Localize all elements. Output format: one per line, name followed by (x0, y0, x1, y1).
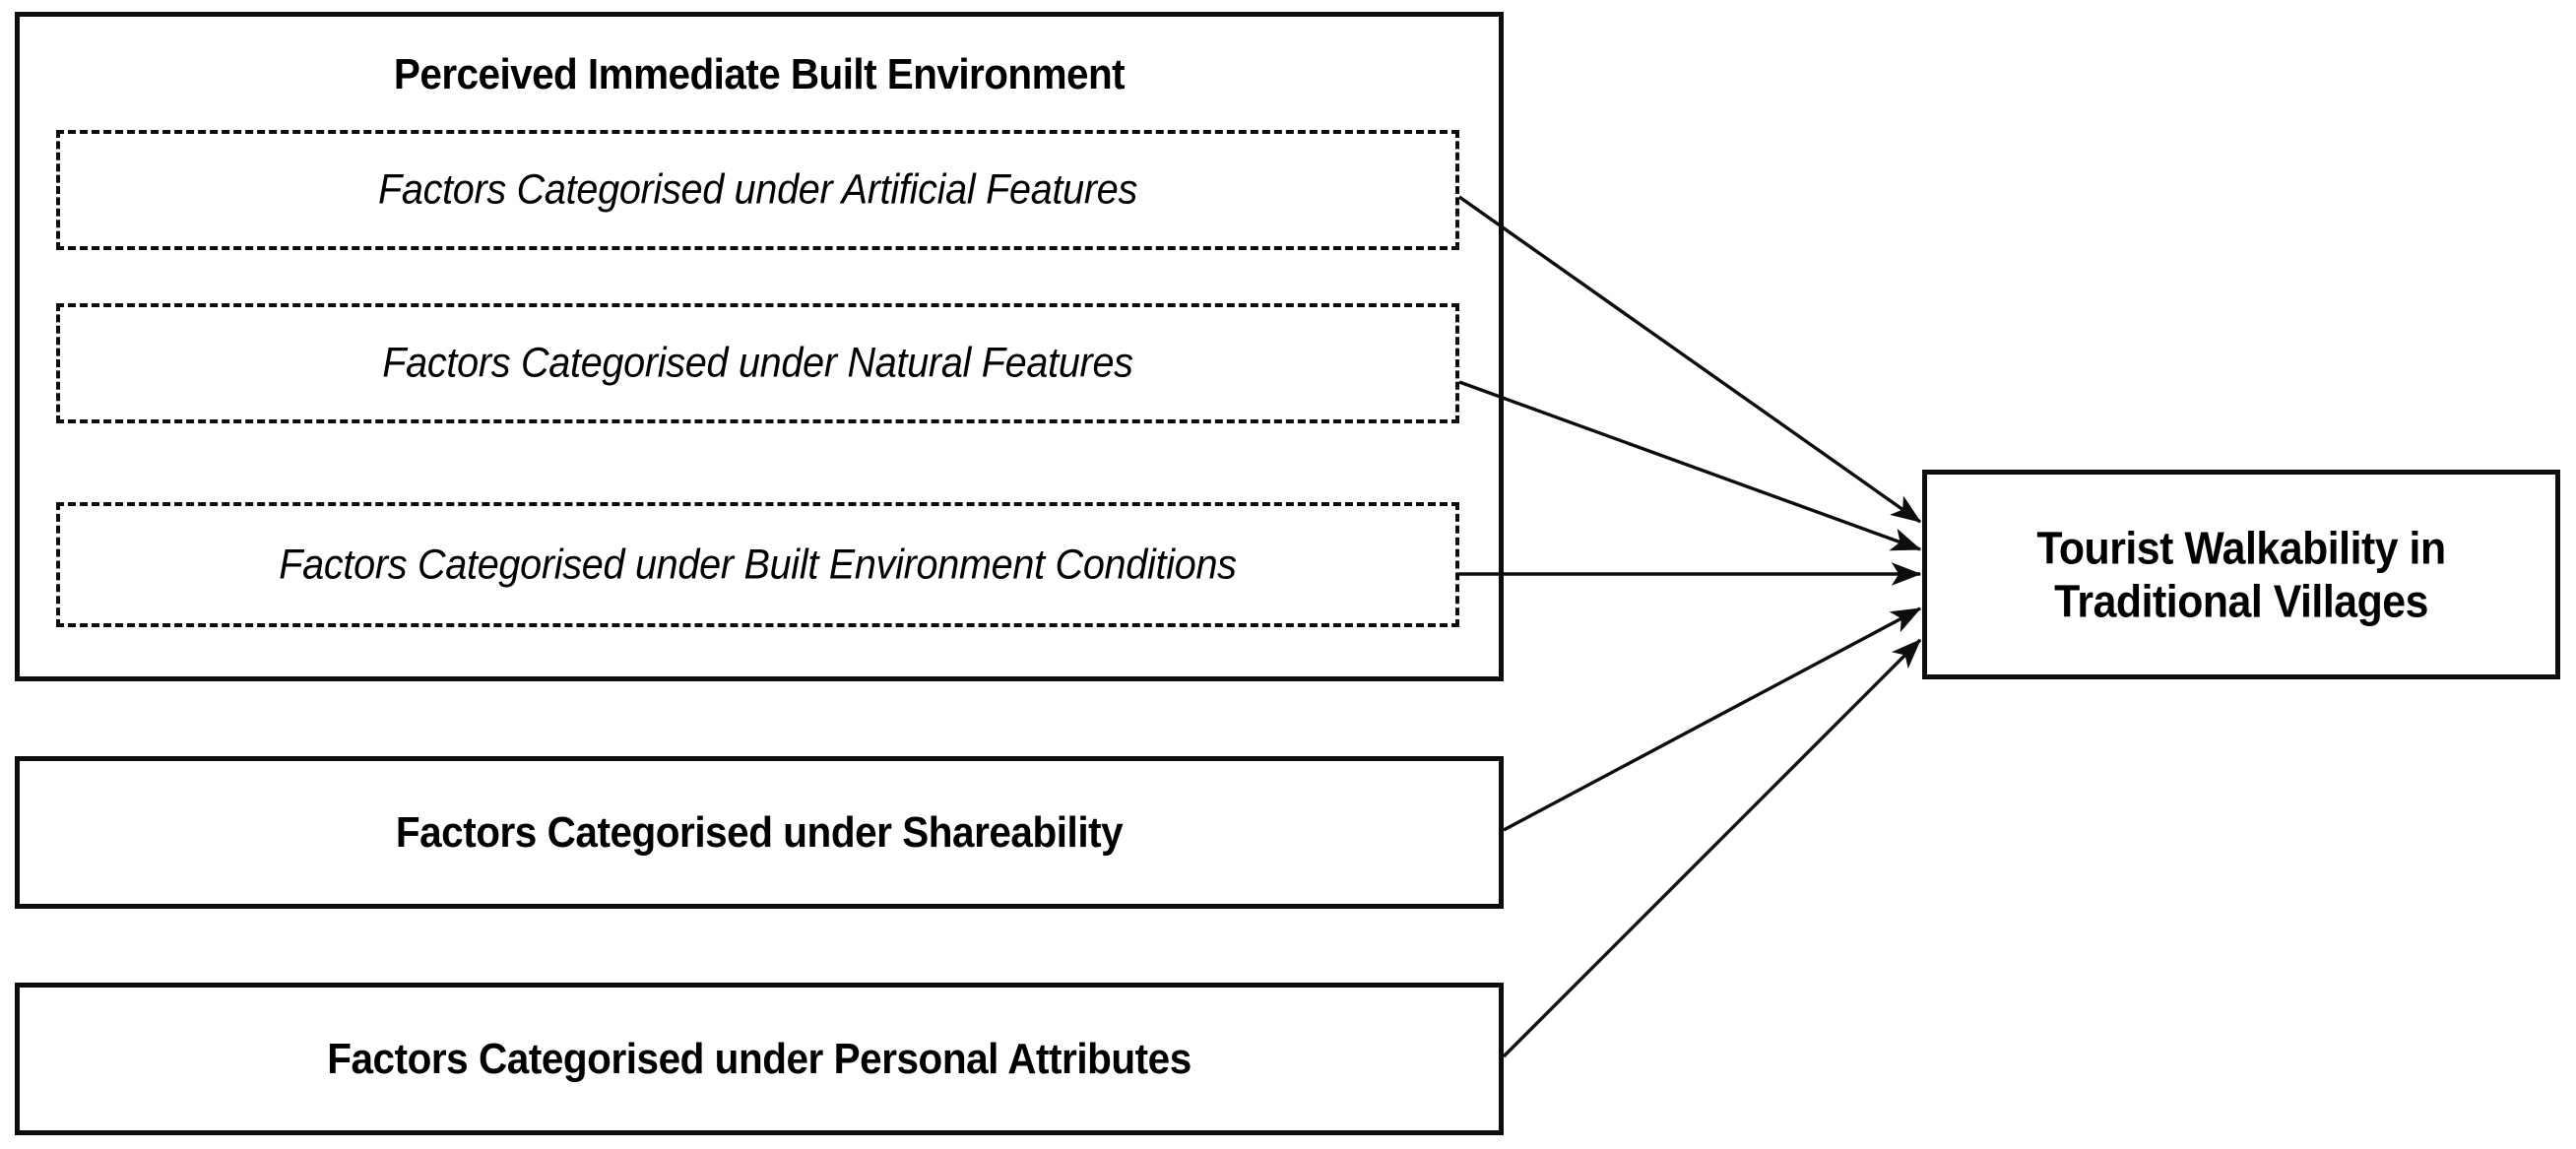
arrow-artificial-features (1458, 195, 1922, 524)
subgroup-box-natural-features: Factors Categorised under Natural Featur… (56, 303, 1459, 423)
group-heading-perceived-immediate-built-environment: Perceived Immediate Built Environment (393, 50, 1126, 98)
subgroup-box-built-environment-conditions: Factors Categorised under Built Environm… (56, 502, 1459, 627)
arrow-shareability (1503, 606, 1922, 832)
arrow-natural-features (1458, 380, 1922, 551)
outcome-box-tourist-walkability: Tourist Walkability in Traditional Villa… (1922, 470, 2560, 679)
subgroup-label-natural-features: Factors Categorised under Natural Featur… (382, 339, 1133, 387)
subgroup-label-built-environment-conditions: Factors Categorised under Built Environm… (279, 540, 1237, 588)
group-heading-shareability: Factors Categorised under Shareability (395, 807, 1124, 857)
subgroup-box-artificial-features: Factors Categorised under Artificial Fea… (56, 130, 1459, 250)
group-box-personal-attributes: Factors Categorised under Personal Attri… (15, 983, 1504, 1135)
outcome-label-line-2: Traditional Villages (2054, 575, 2428, 627)
group-box-shareability: Factors Categorised under Shareability (15, 756, 1504, 909)
group-heading-personal-attributes: Factors Categorised under Personal Attri… (327, 1034, 1191, 1083)
subgroup-label-artificial-features: Factors Categorised under Artificial Fea… (377, 165, 1138, 214)
outcome-label-line-1: Tourist Walkability in (2036, 522, 2446, 574)
outcome-label-tourist-walkability: Tourist Walkability in Traditional Villa… (1949, 521, 2533, 628)
arrow-personal-attributes (1502, 638, 1922, 1058)
